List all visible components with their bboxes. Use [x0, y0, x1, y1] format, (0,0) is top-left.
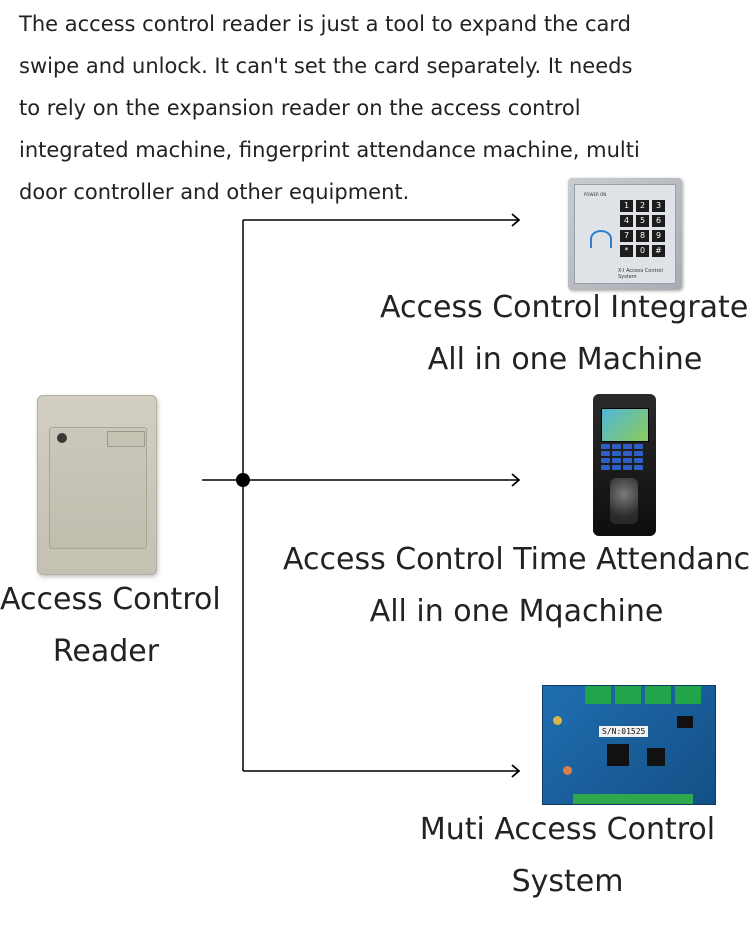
arrowhead-integrated: [511, 213, 521, 227]
terminal-keys: [601, 444, 643, 470]
board-chip: [647, 748, 665, 766]
keypad-key: 9: [652, 230, 665, 242]
keypad-key: 5: [636, 215, 649, 227]
keypad-key: 6: [652, 215, 665, 227]
keypad-model: X-I: [618, 268, 625, 274]
keypad-key: 7: [620, 230, 633, 242]
board-serial: S/N:01525: [599, 726, 649, 737]
controller-board-icon: S/N:01525: [543, 686, 715, 804]
keypad-grid: 1 2 3 4 5 6 7 8 9 * 0 #: [620, 200, 665, 257]
target-label-line2: System: [511, 864, 624, 899]
fingerprint-sensor-icon: [610, 478, 638, 524]
board-chip: [607, 744, 629, 766]
board-capacitor: [553, 716, 562, 725]
keypad-brand: X-I Access Control System: [618, 268, 682, 280]
board-relay: [615, 686, 641, 704]
target-label-line2: All in one Machine: [427, 342, 703, 377]
keypad-terminal-icon: POWER ON 1 2 3 4 5 6 7 8 9 * 0 # X-I Acc…: [568, 178, 682, 290]
arrowhead-attendance: [511, 473, 521, 487]
target-label-line1: Muti Access Control: [419, 812, 716, 847]
source-label: Access Control Reader: [0, 574, 221, 678]
terminal-screen: [601, 408, 649, 442]
intro-text: The access control reader is just a tool…: [19, 3, 709, 213]
card-reader-icon: [37, 395, 157, 575]
source-label-line1: Access Control: [0, 582, 221, 617]
source-label-line2: Reader: [52, 634, 160, 669]
board-capacitor: [563, 766, 572, 775]
board-relay: [645, 686, 671, 704]
target-label-attendance: Access Control Time Attendance All in on…: [283, 534, 750, 638]
target-label-line2: All in one Mqachine: [369, 594, 664, 629]
keypad-key: #: [652, 245, 665, 257]
board-relay: [585, 686, 611, 704]
rfid-icon: [590, 230, 612, 248]
intro-line: swipe and unlock. It can't set the card …: [19, 54, 633, 78]
junction-dot: [236, 473, 250, 487]
board-chip: [677, 716, 693, 728]
fingerprint-terminal-icon: [593, 394, 656, 536]
keypad-key: 4: [620, 215, 633, 227]
board-relay: [675, 686, 701, 704]
keypad-key: 2: [636, 200, 649, 212]
keypad-key: 1: [620, 200, 633, 212]
keypad-indicator: POWER ON: [584, 192, 607, 197]
intro-line: integrated machine, fingerprint attendan…: [19, 138, 640, 162]
target-label-integrated: Access Control Integrated All in one Mac…: [380, 282, 750, 386]
intro-line: to rely on the expansion reader on the a…: [19, 96, 581, 120]
reader-led: [57, 433, 67, 443]
target-label-line1: Access Control Time Attendance: [283, 542, 750, 577]
keypad-key: 3: [652, 200, 665, 212]
keypad-brand-text: Access Control System: [618, 268, 663, 280]
target-label-line1: Access Control Integrated: [380, 290, 750, 325]
intro-line: door controller and other equipment.: [19, 180, 410, 204]
keypad-key: 8: [636, 230, 649, 242]
board-terminals: [573, 794, 693, 804]
target-label-controller: Muti Access Control System: [405, 804, 730, 908]
reader-window: [107, 431, 145, 447]
intro-line: The access control reader is just a tool…: [19, 12, 631, 36]
keypad-key: *: [620, 245, 633, 257]
keypad-key: 0: [636, 245, 649, 257]
reader-face: [49, 427, 147, 549]
arrowhead-controller: [511, 764, 521, 778]
